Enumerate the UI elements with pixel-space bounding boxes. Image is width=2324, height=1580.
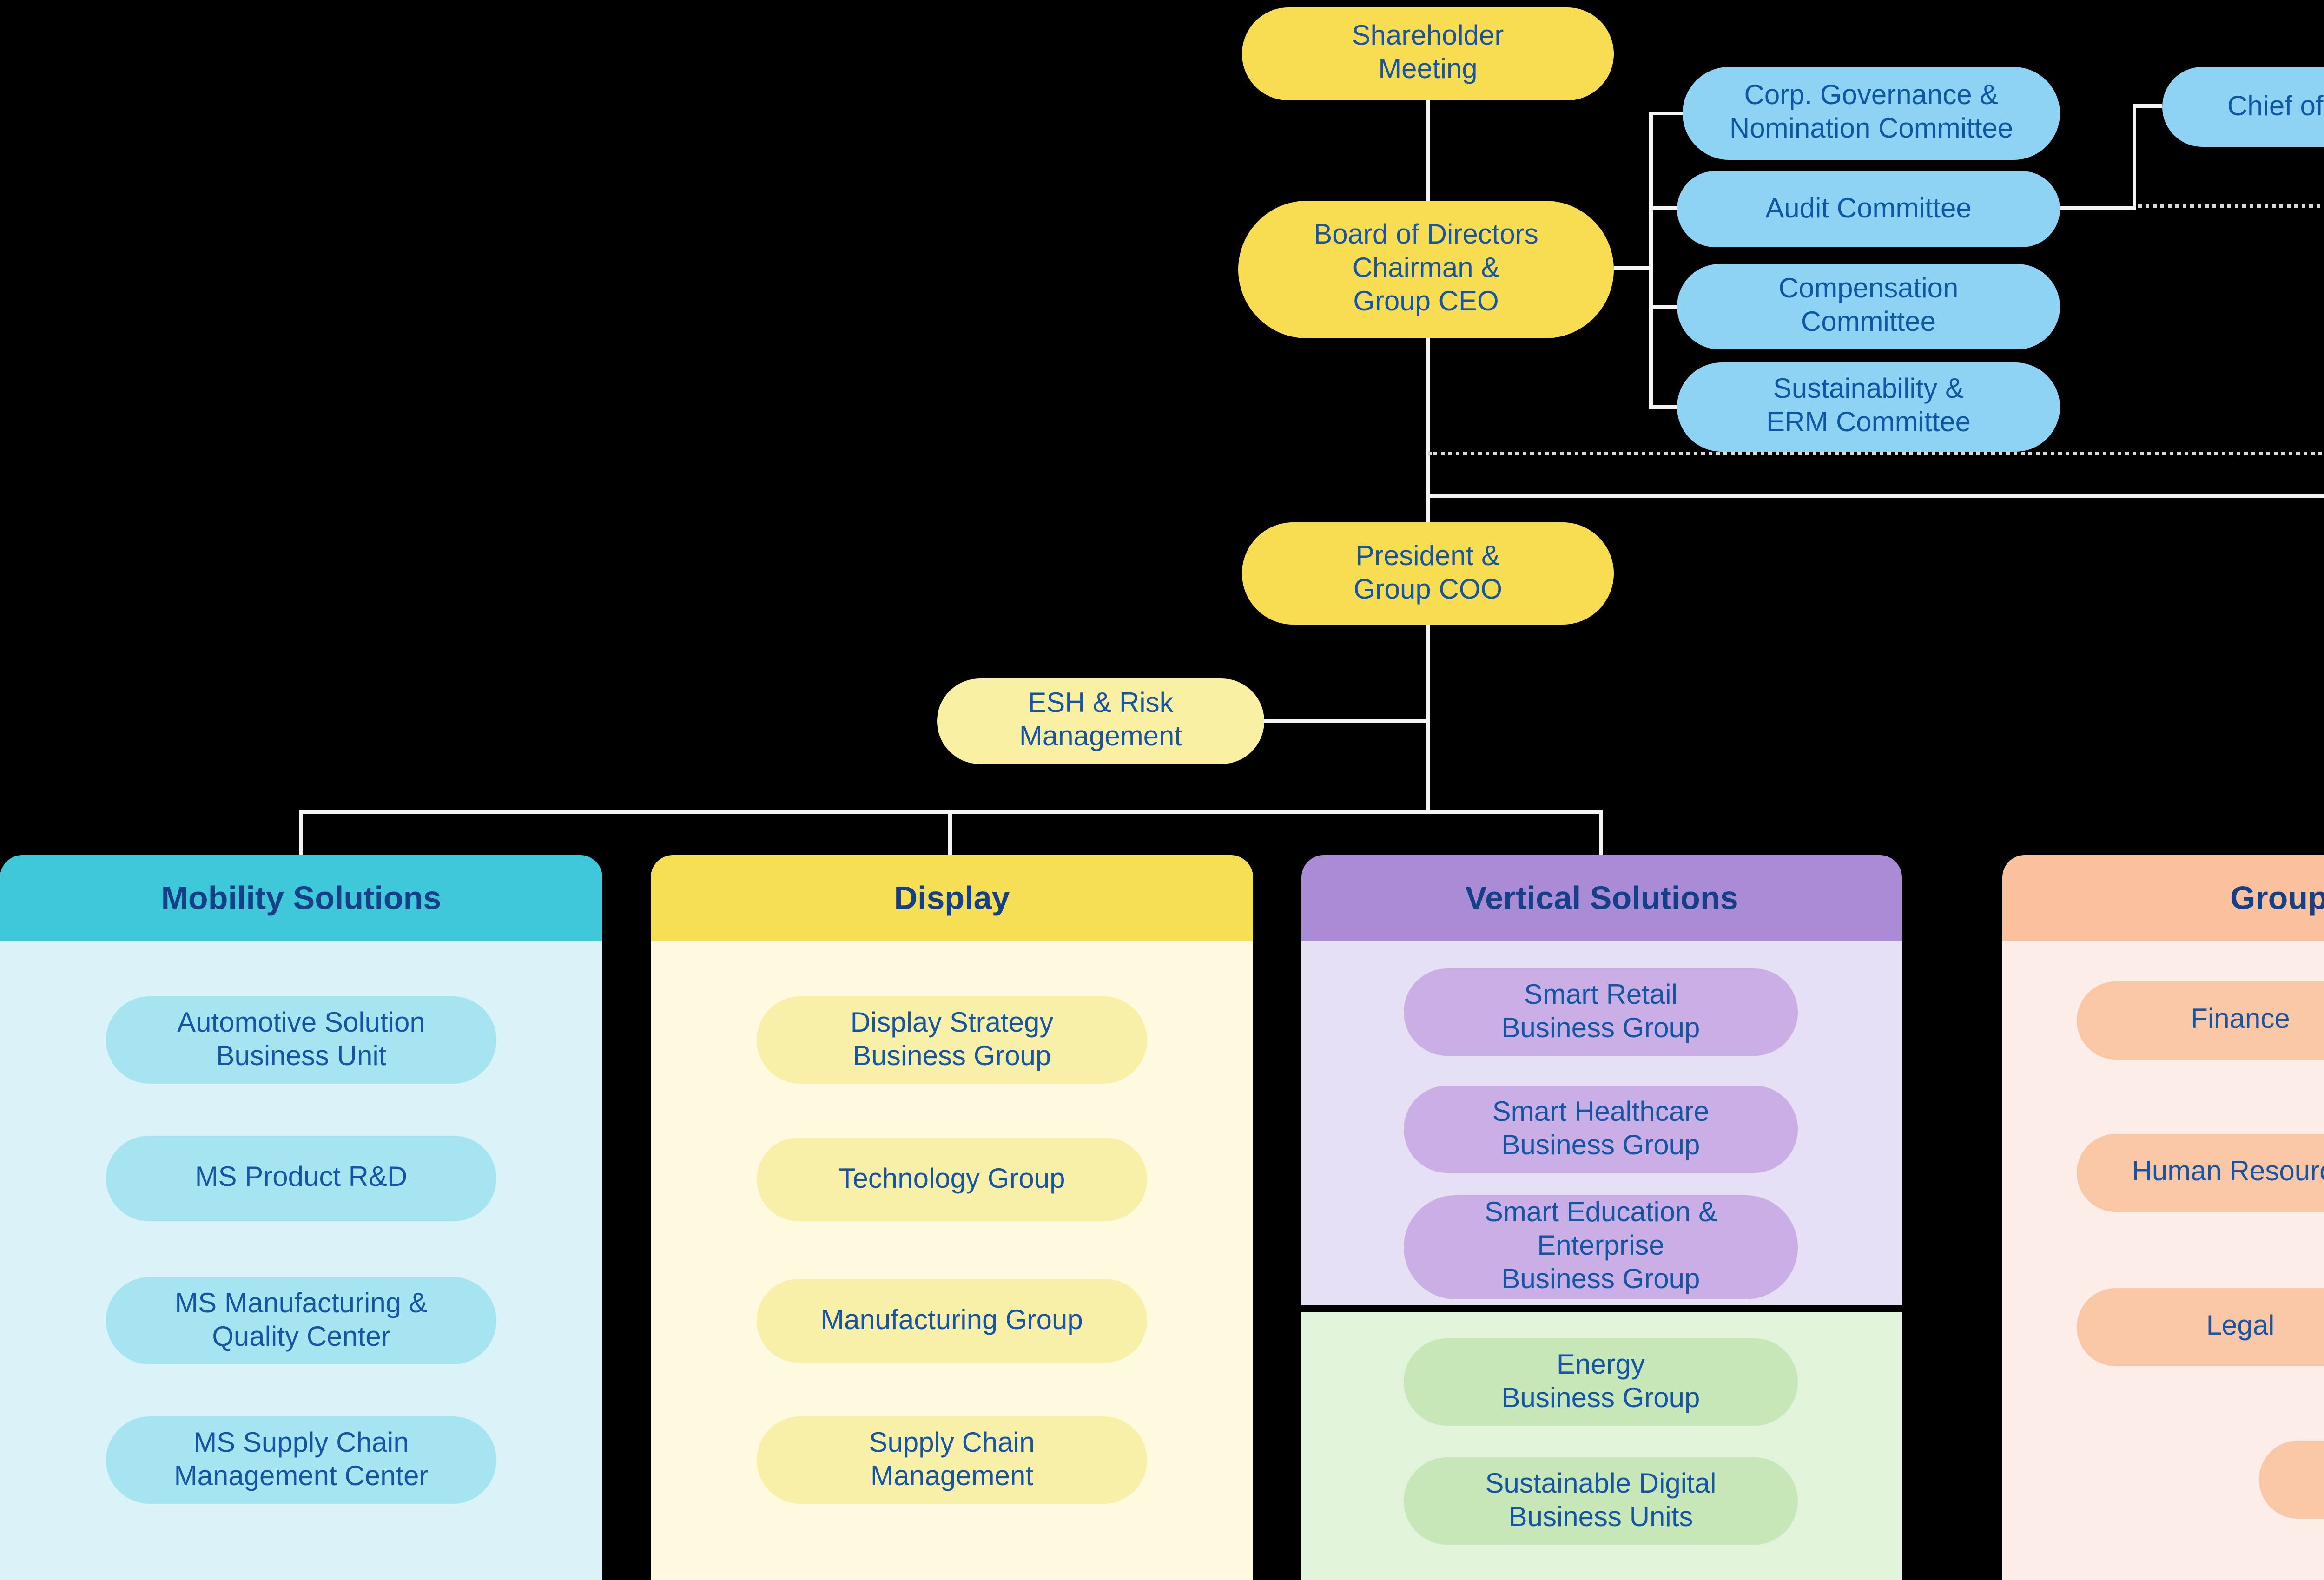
- unit-ms-product-rnd: MS Product R&D: [106, 1136, 496, 1221]
- column-group-infrastructure-unit: Group Infrastructure Unit Finance Digita…: [2002, 855, 2324, 1580]
- connector-line: [1649, 112, 1653, 409]
- connector-line: [1614, 266, 1651, 270]
- connector-line: [1653, 112, 1683, 115]
- column-header-display: Display: [651, 855, 1253, 941]
- unit-energy-business-group: Energy Business Group: [1404, 1338, 1798, 1426]
- dotted-connector-line: [2138, 204, 2324, 208]
- unit-automotive-solution-business-unit: Automotive Solution Business Unit: [106, 996, 496, 1084]
- unit-ms-supply-chain-management-center: MS Supply Chain Management Center: [106, 1416, 496, 1504]
- connector-line: [1653, 206, 1677, 210]
- connector-line: [1653, 305, 1677, 309]
- unit-smart-education-enterprise-business-group: Smart Education & Enterprise Business Gr…: [1404, 1195, 1798, 1299]
- column-header-vertical-solutions: Vertical Solutions: [1301, 855, 1902, 941]
- connector-line: [1426, 100, 1430, 201]
- connector-line: [1426, 338, 1430, 522]
- unit-human-resource: Human Resource: [2077, 1134, 2324, 1212]
- dotted-connector-line: [1428, 452, 2324, 455]
- column-mobility-solutions: Mobility Solutions Automotive Solution B…: [0, 855, 602, 1580]
- node-shareholder-meeting: Shareholder Meeting: [1242, 7, 1614, 100]
- connector-line: [2060, 206, 2136, 210]
- unit-smart-retail-business-group: Smart Retail Business Group: [1404, 968, 1798, 1056]
- column-vertical-solutions: Vertical Solutions Smart Retail Business…: [1301, 855, 1902, 1580]
- node-compensation-committee: Compensation Committee: [1677, 264, 2060, 349]
- unit-auditing: Auditing: [2259, 1441, 2324, 1519]
- connector-line: [2133, 104, 2136, 210]
- connector-line: [299, 814, 303, 855]
- node-chief-of-compliance: Chief of Compliance: [2162, 67, 2324, 147]
- unit-ms-manufacturing-quality-center: MS Manufacturing & Quality Center: [106, 1277, 496, 1364]
- unit-supply-chain-management: Supply Chain Management: [757, 1416, 1147, 1504]
- connector-line: [1653, 405, 1677, 409]
- unit-legal: Legal: [2077, 1288, 2324, 1366]
- unit-manufacturing-group: Manufacturing Group: [757, 1279, 1147, 1363]
- connector-line: [1264, 719, 1426, 723]
- column-header-group-infrastructure-unit: Group Infrastructure Unit: [2002, 855, 2324, 941]
- node-president-group-coo: President & Group COO: [1242, 522, 1614, 625]
- unit-finance: Finance: [2077, 981, 2324, 1060]
- node-board-of-directors: Board of Directors Chairman & Group CEO: [1238, 201, 1614, 338]
- node-corp-governance-nomination-committee: Corp. Governance & Nomination Committee: [1683, 67, 2060, 160]
- connector-line: [1426, 625, 1430, 814]
- connector-line: [1599, 814, 1603, 855]
- node-sustainability-erm-committee: Sustainability & ERM Committee: [1677, 362, 2060, 452]
- node-audit-committee: Audit Committee: [1677, 171, 2060, 247]
- column-display: Display Display Strategy Business Group …: [651, 855, 1253, 1580]
- unit-display-strategy-business-group: Display Strategy Business Group: [757, 996, 1147, 1084]
- unit-smart-healthcare-business-group: Smart Healthcare Business Group: [1404, 1086, 1798, 1173]
- connector-line: [299, 810, 1603, 814]
- connector-line: [1426, 494, 2324, 498]
- unit-technology-group: Technology Group: [757, 1138, 1147, 1221]
- connector-line: [948, 814, 952, 855]
- column-header-mobility-solutions: Mobility Solutions: [0, 855, 602, 941]
- connector-line: [2136, 104, 2162, 108]
- node-esh-risk-management: ESH & Risk Management: [937, 678, 1264, 764]
- unit-sustainable-digital-business-units: Sustainable Digital Business Units: [1404, 1457, 1798, 1545]
